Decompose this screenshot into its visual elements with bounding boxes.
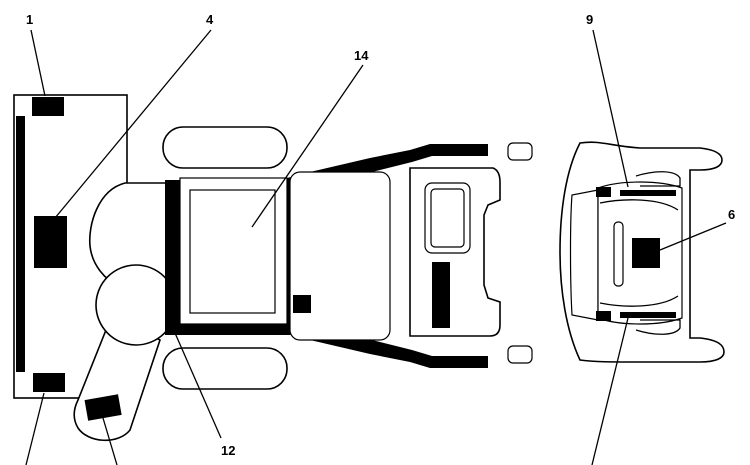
- rear-frame-inner: [569, 189, 599, 321]
- decal-hood-panel: [189, 189, 276, 314]
- leader-12: [174, 332, 222, 439]
- chute-base-ring: [95, 264, 177, 346]
- rear-grip-bottom: [635, 319, 681, 335]
- machine-top-view: [13, 94, 533, 442]
- rear-slot: [613, 221, 624, 287]
- leader-14: [251, 64, 364, 228]
- decal-control-panel: [432, 262, 450, 328]
- decal-rear-top-left: [596, 187, 611, 197]
- decal-housing-center: [34, 216, 67, 268]
- callout-4: 4: [206, 12, 214, 27]
- operator-deck: [289, 171, 391, 341]
- grip-top: [507, 142, 533, 161]
- decal-rear-top-right: [620, 190, 676, 196]
- decal-rear-bottom-left: [596, 311, 611, 321]
- callout-numbers: 1 4 14 9 6 12: [26, 12, 735, 458]
- leader-bottom-left-2: [102, 417, 118, 465]
- leader-bottom-right: [591, 317, 629, 465]
- callout-9: 9: [586, 12, 593, 27]
- panel-window-inner: [430, 188, 465, 248]
- housing-scraper-bar: [16, 116, 25, 372]
- callout-1: 1: [26, 12, 33, 27]
- leader-1: [30, 29, 46, 97]
- front-left-tire: [162, 126, 288, 169]
- callout-6: 6: [728, 207, 735, 222]
- front-right-tire: [162, 347, 288, 390]
- decal-rear-bottom-right: [620, 312, 676, 318]
- decal-housing-top: [32, 97, 64, 116]
- decal-rear-center: [632, 238, 660, 268]
- decal-operator-deck: [293, 295, 311, 313]
- grip-bottom: [507, 345, 533, 364]
- callout-12: 12: [221, 443, 235, 458]
- leader-lines: [25, 29, 727, 465]
- rear-grip-top: [635, 171, 681, 187]
- decal-chute: [84, 394, 122, 421]
- leader-bottom-left-1: [25, 392, 45, 465]
- leader-4: [54, 29, 212, 219]
- cowl-line-bottom: [599, 295, 679, 307]
- cowl-line-top: [599, 199, 679, 211]
- leader-9: [592, 29, 629, 188]
- machine-rear-view: [559, 141, 725, 363]
- decal-housing-bottom: [33, 373, 65, 392]
- callout-14: 14: [354, 48, 369, 63]
- leader-6: [659, 222, 727, 251]
